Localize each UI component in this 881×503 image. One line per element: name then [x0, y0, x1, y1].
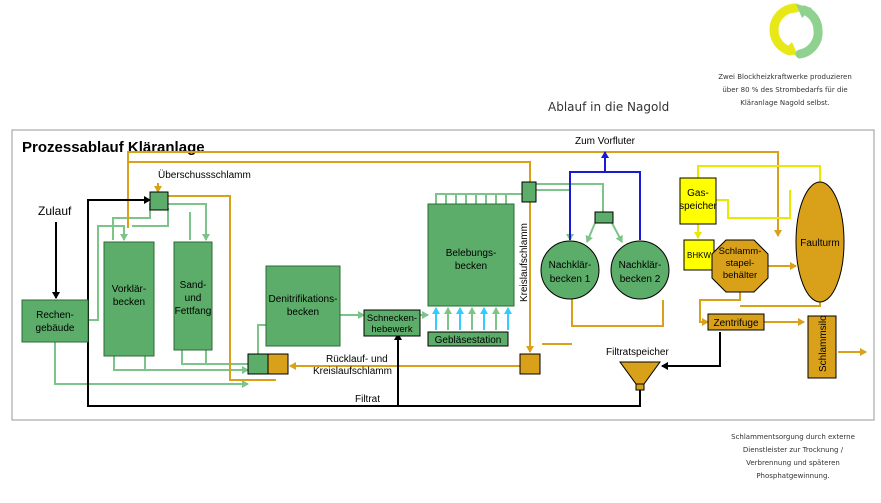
disposal-note: Schlammentsorgung durch externe Dienstle…	[708, 431, 878, 483]
schlammstapel-label: stapel-	[726, 258, 755, 269]
nachklaer-splitter	[594, 211, 614, 224]
nachklaer2-label: becken 2	[620, 274, 661, 285]
faulturm-label: Faulturm	[800, 238, 839, 249]
flow-green	[88, 225, 128, 321]
flow-green	[536, 183, 604, 212]
rechengebaeude-label: gebäude	[36, 323, 75, 334]
zentrifuge-label: Zentrifuge	[713, 318, 758, 329]
zum-vorfluter-label: Zum Vorfluter	[575, 136, 636, 147]
flow-green	[611, 222, 623, 243]
disposal-note-line: Phosphatgewinnung.	[756, 472, 830, 480]
ruecklauf-label: Rücklauf- und	[326, 354, 388, 365]
denitrifikation-label: becken	[287, 307, 319, 318]
mixing-box-gold	[267, 353, 289, 375]
flow-gold	[168, 195, 276, 381]
gasspeicher-box	[679, 177, 717, 225]
denitrifikation-label: Denitrifikations-	[269, 294, 338, 305]
filtrat-label: Filtrat	[355, 394, 380, 405]
bhkw-note-line: Zwei Blockheizkraftwerke produzieren	[718, 73, 852, 81]
gasspeicher-label: Gas-	[687, 188, 709, 199]
schneckenhebewerk-box	[363, 309, 421, 337]
bhkw-box	[683, 239, 715, 271]
rechengebaeude-box	[21, 299, 89, 343]
belebungsbecken-label: Belebungs-	[446, 248, 497, 259]
rechengebaeude-label: Rechen-	[36, 310, 74, 321]
flow-green	[585, 222, 596, 243]
flow-green	[257, 324, 266, 354]
schlammsilo-label: Schlammsilo	[818, 315, 829, 372]
ueberschussschlamm-label: Überschussschlamm	[158, 169, 251, 181]
schlammstapel-label: Schlamm-	[719, 246, 762, 257]
faulturm-tank	[795, 181, 845, 303]
vorklaerbecken-label: Vorklär-	[112, 284, 146, 295]
gas-line	[716, 190, 791, 219]
zentrifuge-box	[707, 313, 765, 331]
nachklaerbecken-1	[540, 240, 600, 300]
recycle-arrows-icon	[769, 3, 823, 59]
flow-green	[435, 193, 522, 204]
disposal-note-line: Dienstleister zur Trocknung /	[742, 446, 844, 454]
schneckenhebewerk-label: Schnecken-	[367, 313, 417, 324]
flow-green	[113, 356, 249, 374]
belebungsbecken-box	[427, 203, 515, 307]
bhkw-note-line: Kläranlage Nagold selbst.	[740, 99, 830, 107]
gas-line	[697, 165, 821, 182]
flow-green	[181, 350, 248, 365]
filtratspeicher-label: Filtratspeicher	[606, 347, 669, 358]
zulauf-label: Zulauf	[38, 204, 72, 218]
ueberschuss-splitter	[149, 191, 169, 211]
kreislauf-box	[521, 181, 537, 203]
gasspeicher-label: speicher	[679, 201, 717, 212]
mixing-box-green	[247, 353, 269, 375]
disposal-note-line: Verbrennung und späteren	[746, 459, 840, 467]
geblaesestation-label: Gebläsestation	[435, 335, 502, 346]
sandfettfang-label: und	[185, 293, 202, 304]
filtratspeicher-outlet	[635, 383, 645, 391]
nachklaerbecken-2	[610, 240, 670, 300]
ablauf-heading: Ablauf in die Nagold	[548, 100, 670, 114]
flow-gold	[571, 298, 664, 327]
flow-green	[54, 342, 249, 388]
geblaesestation-box	[427, 331, 509, 347]
flow-gold	[127, 161, 531, 228]
disposal-note-line: Schlammentsorgung durch externe	[731, 433, 855, 441]
kreislaufschlamm-label: Kreislaufschlamm	[519, 223, 530, 302]
nachklaer1-label: becken 1	[550, 274, 591, 285]
diagram-title: Prozessablauf Kläranlage	[22, 139, 205, 156]
ruecklauf-box	[519, 353, 541, 375]
vorklaerbecken-label: becken	[113, 297, 145, 308]
sandfettfang-label: Fettfang	[175, 306, 212, 317]
flow-gold	[127, 151, 782, 237]
flow-green	[132, 208, 169, 227]
bhkw-note-line: über 80 % des Strombedarfs für die	[722, 86, 848, 94]
flow-green	[168, 203, 210, 241]
flow-gold	[699, 290, 741, 326]
sandfettfang-box	[173, 241, 213, 351]
belebungsbecken-label: becken	[455, 261, 487, 272]
ruecklauf-label: Kreislaufschlamm	[313, 366, 392, 377]
nachklaer2-label: Nachklär-	[619, 260, 662, 271]
filtrat-line	[87, 196, 641, 407]
schlammsilo-box	[807, 315, 837, 379]
nachklaer1-label: Nachklär-	[549, 260, 592, 271]
bhkw-note: Zwei Blockheizkraftwerke produzieren übe…	[700, 71, 870, 110]
schneckenhebewerk-label: hebewerk	[371, 324, 412, 335]
schlammstapel-tank	[711, 239, 769, 293]
denitrifikation-box	[265, 265, 341, 347]
vorklaerbecken-box	[103, 241, 155, 357]
filtrat-line	[661, 332, 721, 370]
sandfettfang-label: Sand-	[180, 280, 207, 291]
bhkw-label: BHKW	[687, 251, 711, 260]
schlammstapel-label: behälter	[723, 270, 757, 281]
